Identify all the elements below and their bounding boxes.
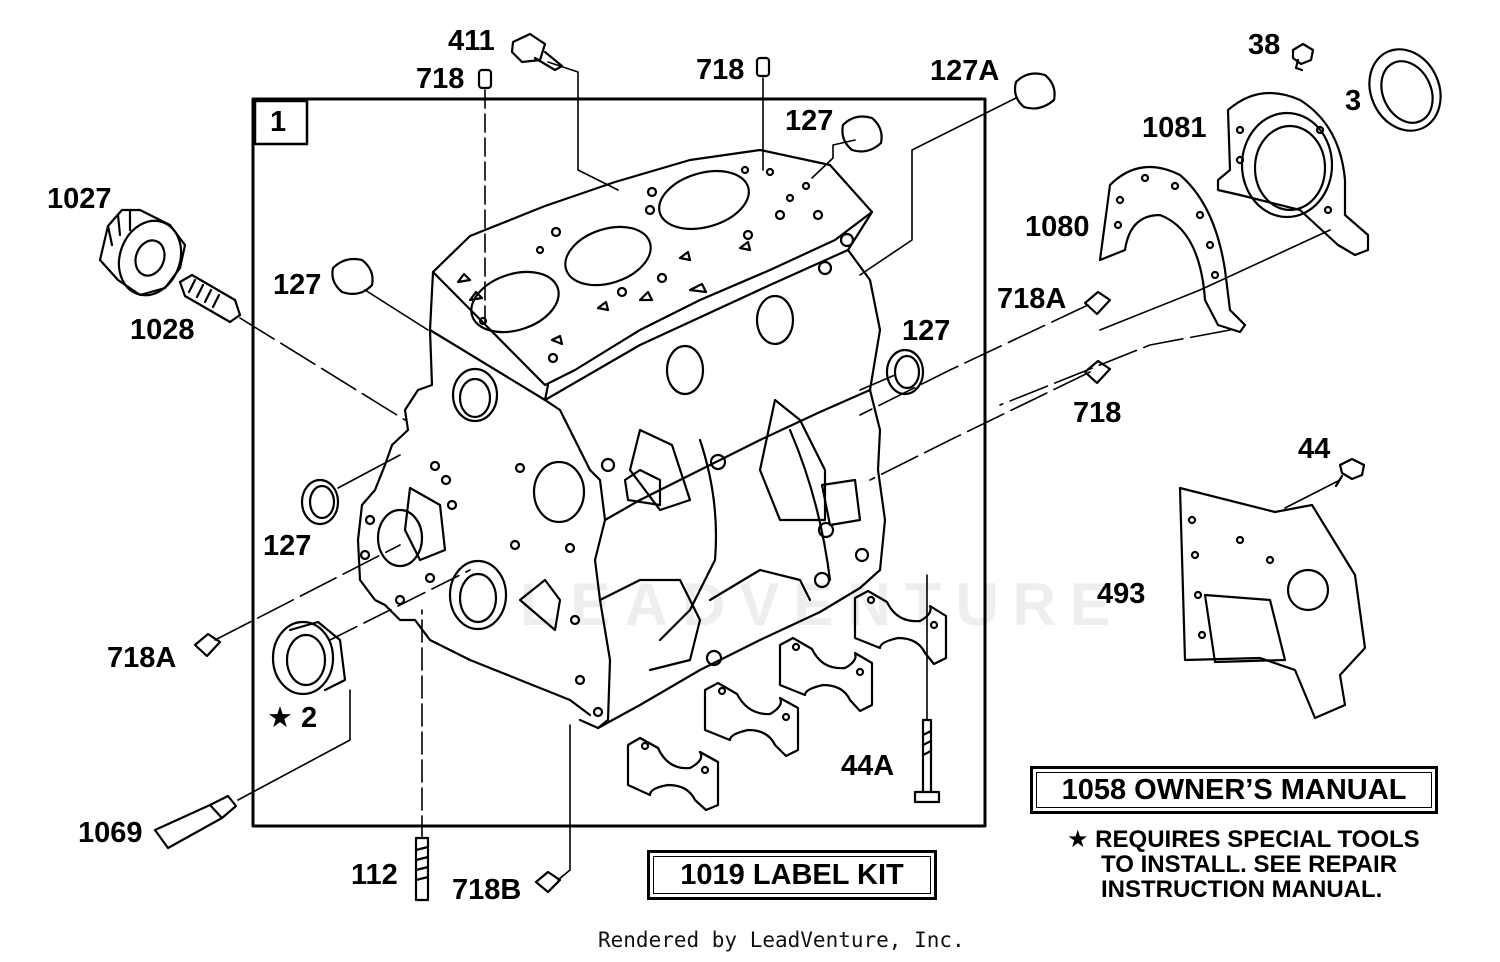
part-label-127a: 127A [930, 55, 1000, 87]
back-plate [1178, 486, 1367, 720]
bolt-44 [1334, 457, 1366, 488]
screw-38 [1291, 42, 1315, 72]
part-label-38: 38 [1248, 29, 1281, 61]
stud-112 [414, 836, 430, 902]
footer-credit: Rendered by LeadVenture, Inc. [598, 928, 965, 952]
part-label-718-top-left: 718 [416, 63, 465, 95]
expansion-plugs [300, 72, 1056, 526]
part-label-127-top: 127 [785, 105, 834, 137]
part-label-112: 112 [351, 859, 398, 891]
part-label-411: 411 [448, 25, 495, 57]
oil-seal [271, 620, 347, 696]
part-label-718-top-mid: 718 [696, 54, 745, 86]
special-tools-note: ★ REQUIRES SPECIAL TOOLS TO INSTALL. SEE… [1067, 827, 1420, 902]
seal-3 [1368, 48, 1442, 132]
owners-manual-box: 1058 OWNER’S MANUAL [1030, 766, 1438, 814]
part-label-1080: 1080 [1025, 211, 1090, 243]
assembly-number-box [253, 99, 309, 146]
part-label-1069: 1069 [78, 817, 143, 849]
part-label-44: 44 [1298, 433, 1331, 465]
assembly-frame [251, 97, 987, 828]
part-label-127-left: 127 [273, 269, 322, 301]
note-line-1: ★ REQUIRES SPECIAL TOOLS [1067, 826, 1420, 853]
part-label-493: 493 [1097, 578, 1146, 610]
seal-retainer [1216, 91, 1370, 257]
note-line-2: TO INSTALL. SEE REPAIR [1101, 851, 1398, 878]
note-line-3: INSTRUCTION MANUAL. [1101, 876, 1383, 903]
part-label-127-right: 127 [902, 315, 951, 347]
part-label-3: 3 [1345, 85, 1362, 117]
part-label-1081: 1081 [1142, 112, 1207, 144]
label-kit-label: 1019 LABEL KIT [680, 858, 904, 891]
part-label-127-lower-left: 127 [263, 530, 312, 562]
bolt-44a [913, 718, 941, 804]
owners-manual-label: 1058 OWNER’S MANUAL [1061, 773, 1407, 806]
leader-lines [214, 61, 1341, 881]
part-label-718b: 718B [452, 874, 522, 906]
part-label-718a-left: 718A [107, 642, 177, 674]
bolt-411 [510, 32, 564, 72]
bearing-caps [626, 589, 948, 812]
part-label-1027: 1027 [47, 183, 112, 215]
gasket [1098, 165, 1247, 334]
assembly-number: 1 [270, 106, 287, 138]
part-label-2: ★ 2 [267, 702, 318, 734]
sensor-1069 [153, 794, 238, 850]
part-label-718a-right: 718A [997, 283, 1067, 315]
oil-filter [98, 208, 187, 297]
label-kit-box: 1019 LABEL KIT [647, 850, 937, 900]
part-label-44a: 44A [841, 750, 895, 782]
part-label-1028: 1028 [130, 314, 195, 346]
part-label-718-right: 718 [1073, 397, 1122, 429]
dowel-pins [193, 56, 1112, 894]
cylinder-block [356, 148, 887, 730]
oil-filter-adapter [178, 273, 242, 324]
